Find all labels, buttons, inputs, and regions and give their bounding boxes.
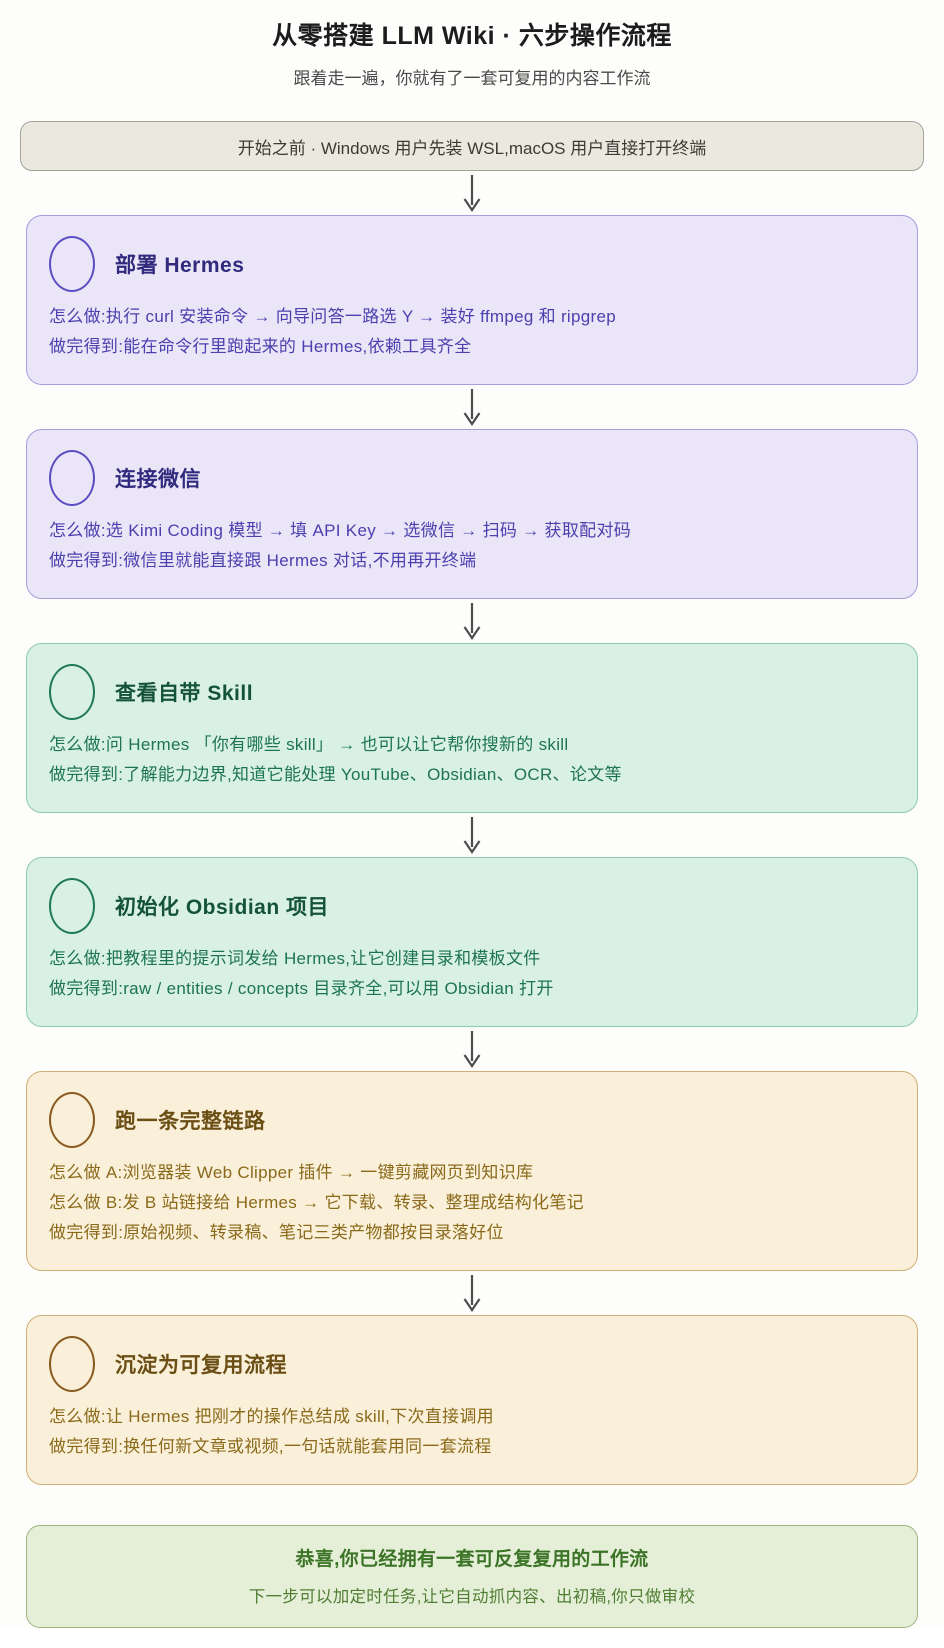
step-result-line: 做完得到:了解能力边界,知道它能处理 YouTube、Obsidian、OCR、… [49, 765, 622, 784]
step-circle-icon [49, 236, 95, 292]
step-howto-line: 怎么做:让 Hermes 把刚才的操作总结成 skill,下次直接调用 [49, 1407, 494, 1426]
pre-start-banner-text: 开始之前 · Windows 用户先装 WSL,macOS 用户直接打开终端 [237, 138, 707, 158]
step-result-line: 做完得到:微信里就能直接跟 Hermes 对话,不用再开终端 [49, 551, 477, 570]
step-card-deploy-hermes: 部署 Hermes 怎么做:执行 curl 安装命令 → 向导问答一路选 Y →… [26, 215, 918, 385]
step-howto-b-line: 怎么做 B:发 B 站链接给 Hermes → 它下载、转录、整理成结构化笔记 [49, 1193, 584, 1212]
step-title: 查看自带 Skill [115, 682, 254, 705]
step-circle-icon [49, 664, 95, 720]
step-result-line: 做完得到:原始视频、转录稿、笔记三类产物都按目录落好位 [49, 1223, 504, 1242]
step-card-view-skills: 查看自带 Skill 怎么做:问 Hermes 「你有哪些 skill」 → 也… [26, 643, 918, 813]
step-circle-icon [49, 1092, 95, 1148]
down-arrow-icon [463, 389, 481, 426]
step-card-head: 跑一条完整链路 [49, 1092, 895, 1148]
step-card-head: 连接微信 [49, 450, 895, 506]
step-circle-icon [49, 450, 95, 506]
step-card-connect-wechat: 连接微信 怎么做:选 Kimi Coding 模型 → 填 API Key → … [26, 429, 918, 599]
step-title: 部署 Hermes [115, 254, 245, 277]
down-arrow-icon [463, 817, 481, 854]
step-card-head: 初始化 Obsidian 项目 [49, 878, 895, 934]
step-howto-line: 怎么做:问 Hermes 「你有哪些 skill」 → 也可以让它帮你搜新的 s… [49, 735, 569, 754]
down-arrow-icon [463, 175, 481, 212]
connector [0, 385, 944, 429]
step-card-init-obsidian: 初始化 Obsidian 项目 怎么做:把教程里的提示词发给 Hermes,让它… [26, 857, 918, 1027]
connector [0, 171, 944, 215]
step-title: 初始化 Obsidian 项目 [115, 896, 330, 919]
step-card-reusable-flow: 沉淀为可复用流程 怎么做:让 Hermes 把刚才的操作总结成 skill,下次… [26, 1315, 918, 1485]
connector [0, 813, 944, 857]
step-title: 沉淀为可复用流程 [115, 1354, 287, 1377]
page-header: 从零搭建 LLM Wiki · 六步操作流程 跟着走一遍，你就有了一套可复用的内… [0, 16, 944, 89]
step-howto-a-line: 怎么做 A:浏览器装 Web Clipper 插件 → 一键剪藏网页到知识库 [49, 1163, 534, 1182]
step-card-head: 沉淀为可复用流程 [49, 1336, 895, 1392]
congrats-title: 恭喜,你已经拥有一套可反复复用的工作流 [295, 1549, 649, 1570]
connector [0, 1271, 944, 1315]
step-howto-line: 怎么做:执行 curl 安装命令 → 向导问答一路选 Y → 装好 ffmpeg… [49, 307, 616, 326]
step-card-head: 查看自带 Skill [49, 664, 895, 720]
down-arrow-icon [463, 1275, 481, 1312]
step-card-head: 部署 Hermes [49, 236, 895, 292]
connector [0, 1027, 944, 1071]
congrats-card: 恭喜,你已经拥有一套可反复复用的工作流 下一步可以加定时任务,让它自动抓内容、出… [26, 1525, 918, 1628]
step-circle-icon [49, 1336, 95, 1392]
step-howto-line: 怎么做:选 Kimi Coding 模型 → 填 API Key → 选微信 →… [49, 521, 632, 540]
down-arrow-icon [463, 603, 481, 640]
pre-start-banner: 开始之前 · Windows 用户先装 WSL,macOS 用户直接打开终端 [20, 121, 924, 171]
step-result-line: 做完得到:raw / entities / concepts 目录齐全,可以用 … [49, 979, 554, 998]
step-title: 连接微信 [115, 468, 201, 491]
step-title: 跑一条完整链路 [115, 1110, 266, 1133]
page-subtitle: 跟着走一遍，你就有了一套可复用的内容工作流 [293, 69, 651, 88]
step-result-line: 做完得到:能在命令行里跑起来的 Hermes,依赖工具齐全 [49, 337, 472, 356]
down-arrow-icon [463, 1031, 481, 1068]
step-circle-icon [49, 878, 95, 934]
step-card-full-pipeline: 跑一条完整链路 怎么做 A:浏览器装 Web Clipper 插件 → 一键剪藏… [26, 1071, 918, 1271]
connector [0, 599, 944, 643]
page-title: 从零搭建 LLM Wiki · 六步操作流程 [272, 22, 672, 50]
step-howto-line: 怎么做:把教程里的提示词发给 Hermes,让它创建目录和模板文件 [49, 949, 541, 968]
congrats-subtitle: 下一步可以加定时任务,让它自动抓内容、出初稿,你只做审校 [248, 1588, 696, 1606]
step-result-line: 做完得到:换任何新文章或视频,一句话就能套用同一套流程 [49, 1437, 492, 1456]
